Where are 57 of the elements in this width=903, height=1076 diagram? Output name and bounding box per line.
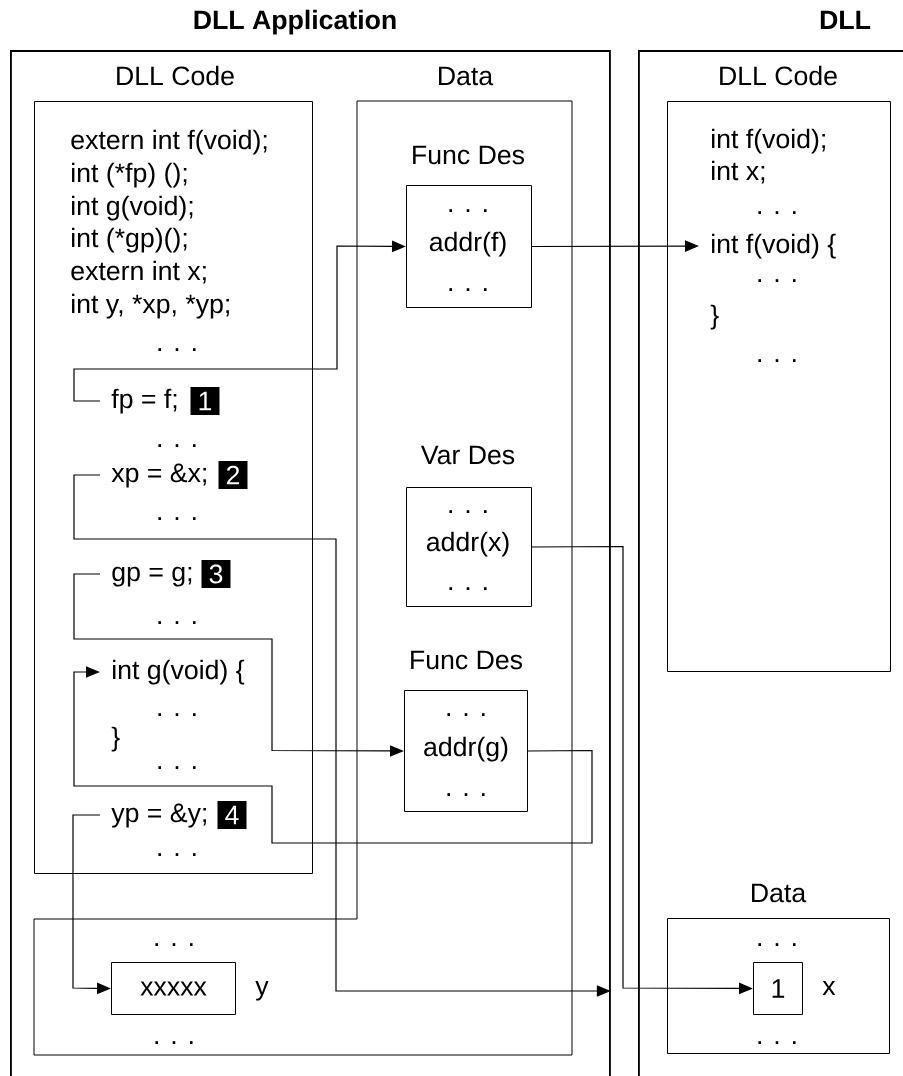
ellipsis: . . . bbox=[449, 510, 487, 513]
code-line: extern int f(void); bbox=[71, 129, 267, 155]
box-heading: DLL Code bbox=[117, 65, 234, 86]
ellipsis: . . . bbox=[447, 793, 485, 796]
column-title: DLL bbox=[820, 10, 871, 29]
address-entry: addr(f) bbox=[429, 231, 506, 257]
ellipsis: . . . bbox=[155, 943, 193, 946]
ellipsis: . . . bbox=[158, 621, 196, 624]
box-heading: Data bbox=[752, 883, 807, 903]
number-badge: 4 bbox=[217, 801, 247, 829]
ellipsis: . . . bbox=[447, 713, 485, 716]
column-title: DLL Application bbox=[194, 9, 396, 35]
box-heading: Var Des bbox=[420, 445, 515, 465]
code-line: int x; bbox=[712, 160, 765, 184]
ellipsis: . . . bbox=[158, 444, 196, 447]
code-line: int g(void) { bbox=[113, 659, 245, 685]
code-line: int g(void); bbox=[72, 195, 193, 221]
code-line: gp = g; bbox=[112, 566, 192, 587]
ellipsis: . . . bbox=[449, 209, 487, 212]
address-entry: addr(g) bbox=[424, 736, 508, 762]
ellipsis: . . . bbox=[758, 359, 796, 362]
code-line: } bbox=[710, 304, 719, 330]
ellipsis: . . . bbox=[155, 1041, 193, 1044]
ellipsis: . . . bbox=[158, 348, 196, 351]
code-line: int y, *xp, *yp; bbox=[72, 293, 229, 319]
ellipsis: . . . bbox=[158, 766, 196, 769]
box-heading: Data bbox=[439, 66, 494, 86]
code-line: yp = &y; bbox=[111, 803, 206, 828]
ellipsis: . . . bbox=[158, 713, 196, 716]
box-heading: Func Des bbox=[411, 650, 523, 670]
ellipsis: . . . bbox=[158, 853, 196, 856]
variable-name: y bbox=[255, 980, 269, 1001]
ellipsis: . . . bbox=[758, 943, 796, 946]
code-line: extern int x; bbox=[71, 260, 206, 284]
ellipsis: . . . bbox=[449, 288, 487, 291]
code-line: int (*gp)(); bbox=[72, 227, 187, 253]
arrow bbox=[73, 666, 593, 844]
variable-box: xxxxx bbox=[111, 962, 236, 1015]
number-badge: 3 bbox=[201, 560, 231, 588]
variable-box: 1 bbox=[753, 962, 803, 1015]
box-heading: Func Des bbox=[413, 145, 525, 165]
number-badge: 2 bbox=[218, 461, 248, 489]
address-entry: addr(x) bbox=[426, 531, 509, 557]
number-badge: 1 bbox=[190, 387, 220, 415]
box-heading: DLL Code bbox=[720, 65, 837, 86]
code-line: int f(void); bbox=[712, 128, 825, 154]
ellipsis: . . . bbox=[758, 211, 796, 214]
variable-name: x bbox=[822, 980, 836, 995]
code-line: } bbox=[111, 726, 120, 752]
ellipsis: . . . bbox=[758, 1041, 796, 1044]
ellipsis: . . . bbox=[449, 587, 487, 590]
ellipsis: . . . bbox=[758, 279, 796, 282]
code-line: fp = f; bbox=[111, 388, 177, 414]
code-line: int (*fp) (); bbox=[72, 162, 187, 188]
code-line: xp = &x; bbox=[111, 463, 206, 488]
code-line: int f(void) { bbox=[712, 233, 836, 259]
ellipsis: . . . bbox=[158, 517, 196, 520]
